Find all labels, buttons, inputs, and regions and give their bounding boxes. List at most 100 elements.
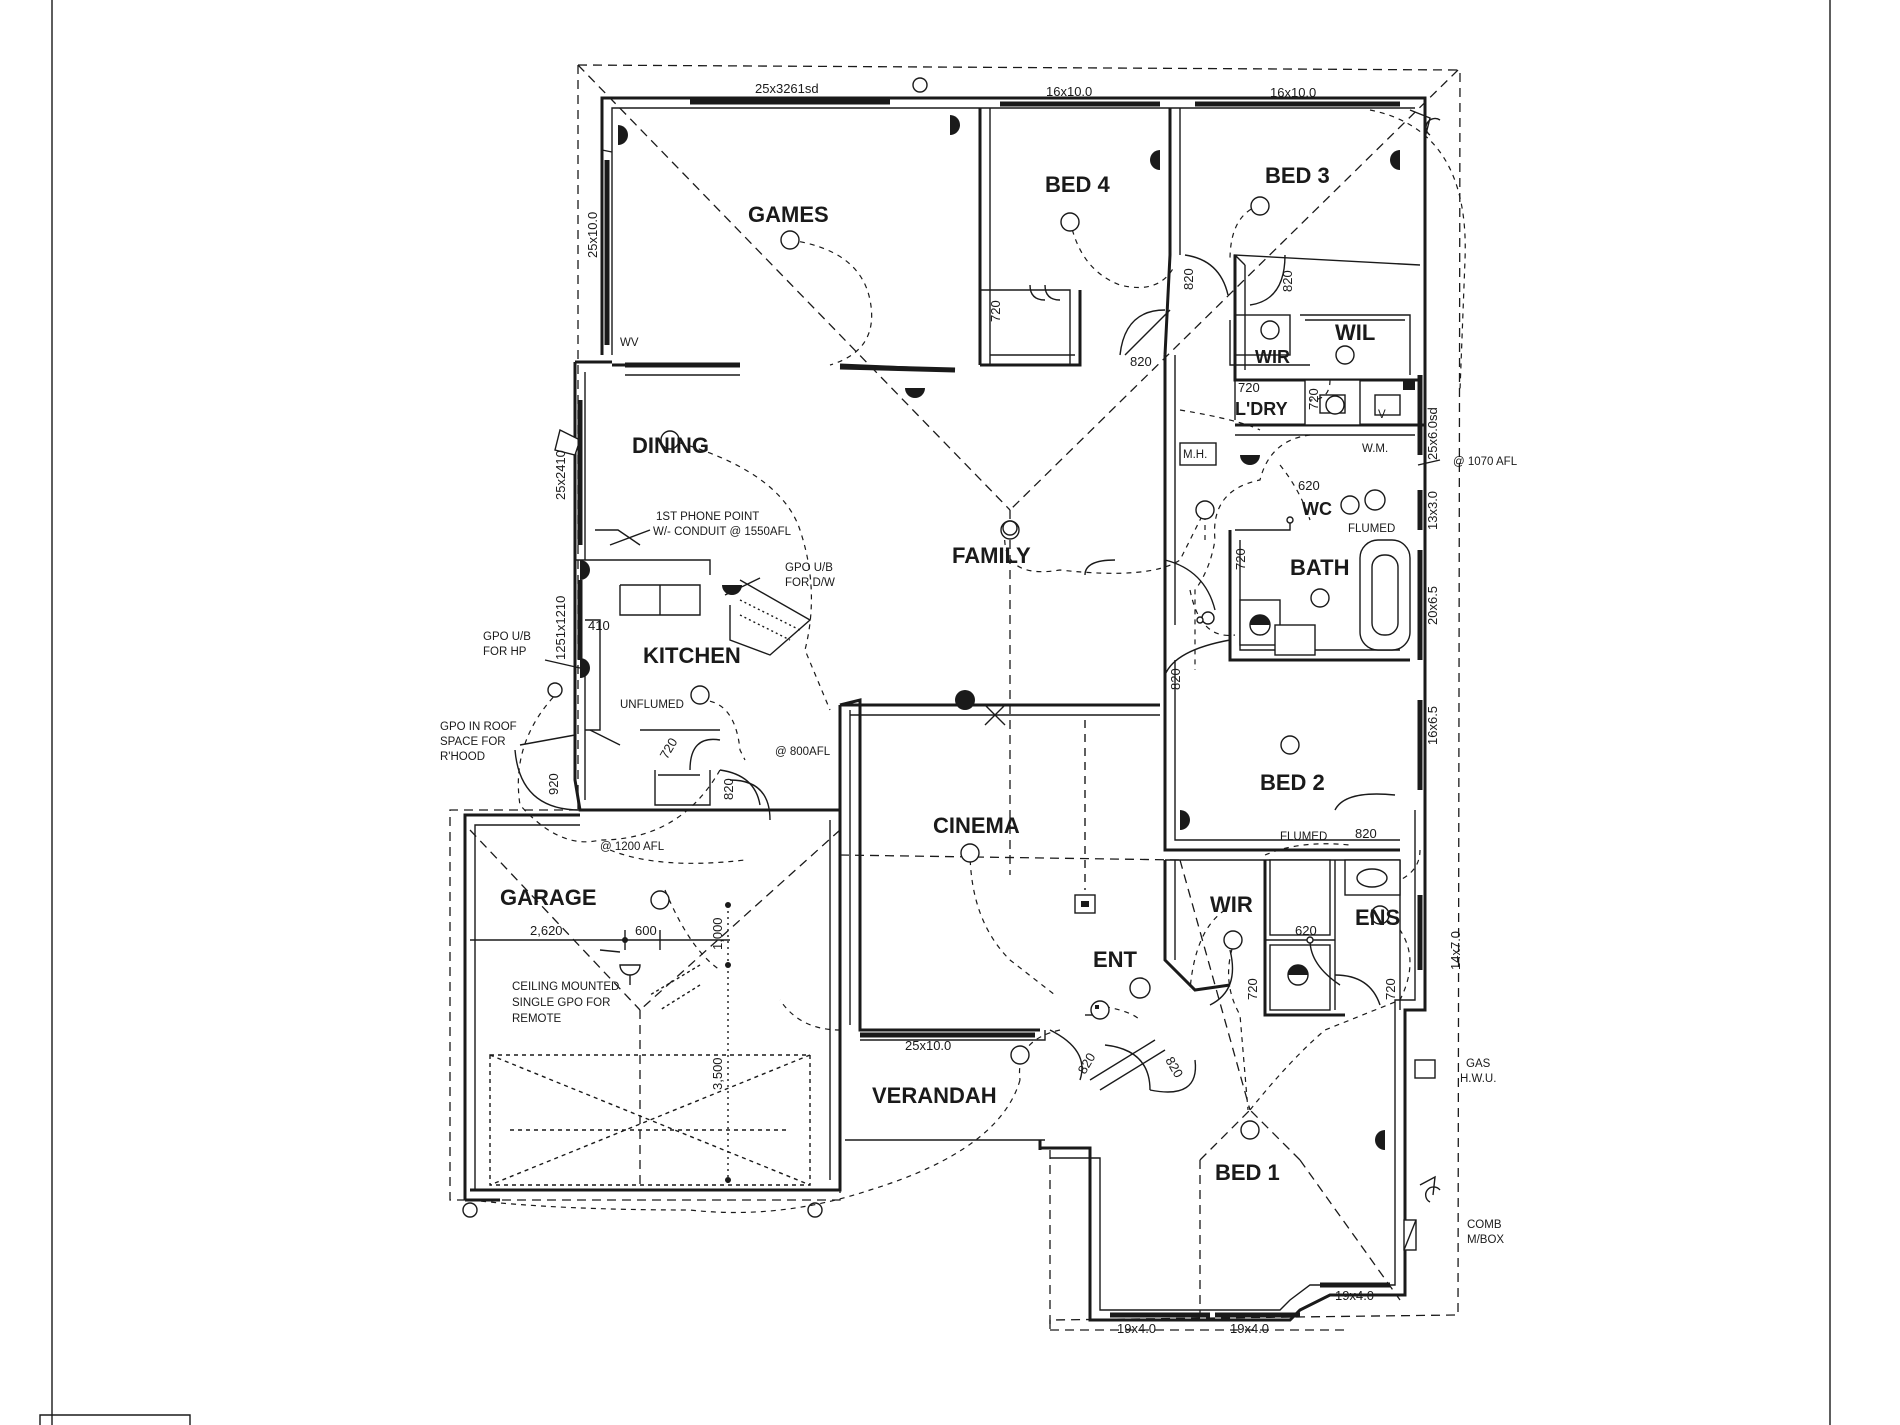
wiring bbox=[469, 109, 1466, 1214]
note-gpo-dw-1: GPO U/B bbox=[785, 562, 833, 574]
note-roof-3: R'HOOD bbox=[440, 751, 485, 763]
note-ceil-1: CEILING MOUNTED bbox=[512, 981, 619, 993]
note-v: V bbox=[1378, 409, 1386, 421]
notes: WV M.H. W.M. V @ 1070 AFL FLUMED FLUMED … bbox=[440, 337, 1518, 1246]
window-label: 19x4.0 bbox=[1230, 1321, 1269, 1336]
window-label: 16x10.0 bbox=[1270, 85, 1316, 100]
note-gpo-hp-2: FOR HP bbox=[483, 646, 527, 658]
window-label: 25x2410 bbox=[553, 450, 568, 500]
door-label: 820 bbox=[721, 778, 736, 800]
windows bbox=[577, 99, 1423, 1318]
door-label: 410 bbox=[588, 618, 610, 633]
note-ceil-2: SINGLE GPO FOR bbox=[512, 997, 610, 1009]
door-label: 620 bbox=[1295, 923, 1317, 938]
window-labels: 25x3261sd 16x10.0 16x10.0 25x10.0 25x241… bbox=[553, 81, 1463, 1336]
note-gpo-hp-1: GPO U/B bbox=[483, 631, 531, 643]
window-label: 14x7.0 bbox=[1448, 931, 1463, 970]
dim-label: 2,620 bbox=[530, 923, 563, 938]
room-laundry: L'DRY bbox=[1235, 399, 1288, 419]
window-label: 1251x1210 bbox=[553, 596, 568, 660]
door-label: 620 bbox=[1298, 478, 1320, 493]
door-label: 720 bbox=[1383, 978, 1398, 1000]
room-dining: DINING bbox=[632, 433, 709, 458]
window-label: 19x4.0 bbox=[1335, 1288, 1374, 1303]
doors bbox=[514, 254, 1396, 1093]
note-comb-1: COMB bbox=[1467, 1219, 1502, 1231]
door-label: 820 bbox=[1162, 1054, 1186, 1080]
note-roof-1: GPO IN ROOF bbox=[440, 721, 517, 733]
door-label: 820 bbox=[1181, 268, 1196, 290]
door-label: 720 bbox=[988, 300, 1003, 322]
note-leaders bbox=[519, 459, 1441, 953]
door-label: 820 bbox=[1130, 354, 1152, 369]
note-afl-1200: @ 1200 AFL bbox=[600, 841, 665, 853]
room-ent: ENT bbox=[1093, 947, 1138, 972]
room-bed1: BED 1 bbox=[1215, 1160, 1280, 1185]
door-label: 720 bbox=[1233, 548, 1248, 570]
note-flumed-bed2: FLUMED bbox=[1280, 831, 1327, 843]
note-unflumed: UNFLUMED bbox=[620, 699, 684, 711]
room-ens: ENS bbox=[1355, 905, 1400, 930]
dim-label: 1,000 bbox=[710, 917, 725, 950]
note-gpo-dw-2: FOR D/W bbox=[785, 577, 835, 589]
window-label: 16x6.5 bbox=[1425, 706, 1440, 745]
door-label: 720 bbox=[1238, 380, 1260, 395]
garage-dimensions bbox=[470, 902, 1151, 1185]
room-games: GAMES bbox=[748, 202, 829, 227]
room-family: FAMILY bbox=[952, 543, 1031, 568]
room-bed4: BED 4 bbox=[1045, 172, 1111, 197]
light-points bbox=[547, 77, 1390, 1140]
window-label: 13x3.0 bbox=[1425, 491, 1440, 530]
door-label: 720 bbox=[1245, 978, 1260, 1000]
note-afl-800: @ 800AFL bbox=[775, 746, 831, 758]
room-labels: GAMES BED 4 BED 3 WIL WIR L'DRY DINING F… bbox=[500, 163, 1400, 1185]
note-roof-2: SPACE FOR bbox=[440, 736, 506, 748]
dim-label: 600 bbox=[635, 923, 657, 938]
window-label: 20x6.5 bbox=[1425, 586, 1440, 625]
door-labels: 720 820 820 820 720 720 620 720 820 820 … bbox=[546, 268, 1398, 1080]
room-wir-upper: WIR bbox=[1255, 347, 1290, 367]
sheet-border bbox=[39, 0, 1831, 1425]
note-mh: M.H. bbox=[1183, 449, 1207, 461]
door-label: 820 bbox=[1280, 270, 1295, 292]
room-bed2: BED 2 bbox=[1260, 770, 1325, 795]
window-label: 19x4.0 bbox=[1117, 1321, 1156, 1336]
dimension-labels: 2,620 600 1,000 3,500 bbox=[530, 917, 725, 1090]
room-wil: WIL bbox=[1335, 320, 1375, 345]
external-walls bbox=[573, 96, 1427, 1322]
kitchen-island bbox=[554, 428, 812, 656]
note-gas-2: H.W.U. bbox=[1460, 1073, 1496, 1085]
window-label: 16x10.0 bbox=[1046, 84, 1092, 99]
garage-walls bbox=[462, 810, 842, 1218]
note-wv: WV bbox=[620, 337, 639, 349]
room-bath: BATH bbox=[1290, 555, 1349, 580]
note-comb-2: M/BOX bbox=[1467, 1234, 1504, 1246]
note-wm: W.M. bbox=[1362, 443, 1388, 455]
dim-label: 3,500 bbox=[710, 1057, 725, 1090]
room-bed3: BED 3 bbox=[1265, 163, 1330, 188]
room-wc: WC bbox=[1302, 499, 1332, 519]
room-kitchen: KITCHEN bbox=[643, 643, 741, 668]
note-gas-1: GAS bbox=[1466, 1058, 1491, 1070]
room-wir-lower: WIR bbox=[1210, 892, 1253, 917]
room-garage: GARAGE bbox=[500, 885, 597, 910]
built-ins bbox=[980, 284, 1411, 1011]
door-label: 820 bbox=[1168, 668, 1183, 690]
note-afl-1070: @ 1070 AFL bbox=[1453, 456, 1518, 468]
door-label: 720 bbox=[1306, 388, 1321, 410]
door-label: 920 bbox=[546, 773, 561, 795]
window-label: 25x10.0 bbox=[905, 1038, 951, 1053]
note-flumed-wc: FLUMED bbox=[1348, 523, 1395, 535]
door-label: 720 bbox=[657, 735, 681, 761]
door-label: 820 bbox=[1355, 826, 1377, 841]
room-verandah: VERANDAH bbox=[872, 1083, 997, 1108]
window-label: 25x6.0sd bbox=[1425, 407, 1440, 460]
room-cinema: CINEMA bbox=[933, 813, 1020, 838]
note-phone-2: W/- CONDUIT @ 1550AFL bbox=[653, 526, 792, 538]
window-label: 25x3261sd bbox=[755, 81, 819, 96]
window-label: 25x10.0 bbox=[585, 212, 600, 258]
exhaust-fans bbox=[580, 109, 1441, 1251]
note-ceil-3: REMOTE bbox=[512, 1013, 562, 1025]
note-phone-1: 1ST PHONE POINT bbox=[656, 511, 759, 523]
